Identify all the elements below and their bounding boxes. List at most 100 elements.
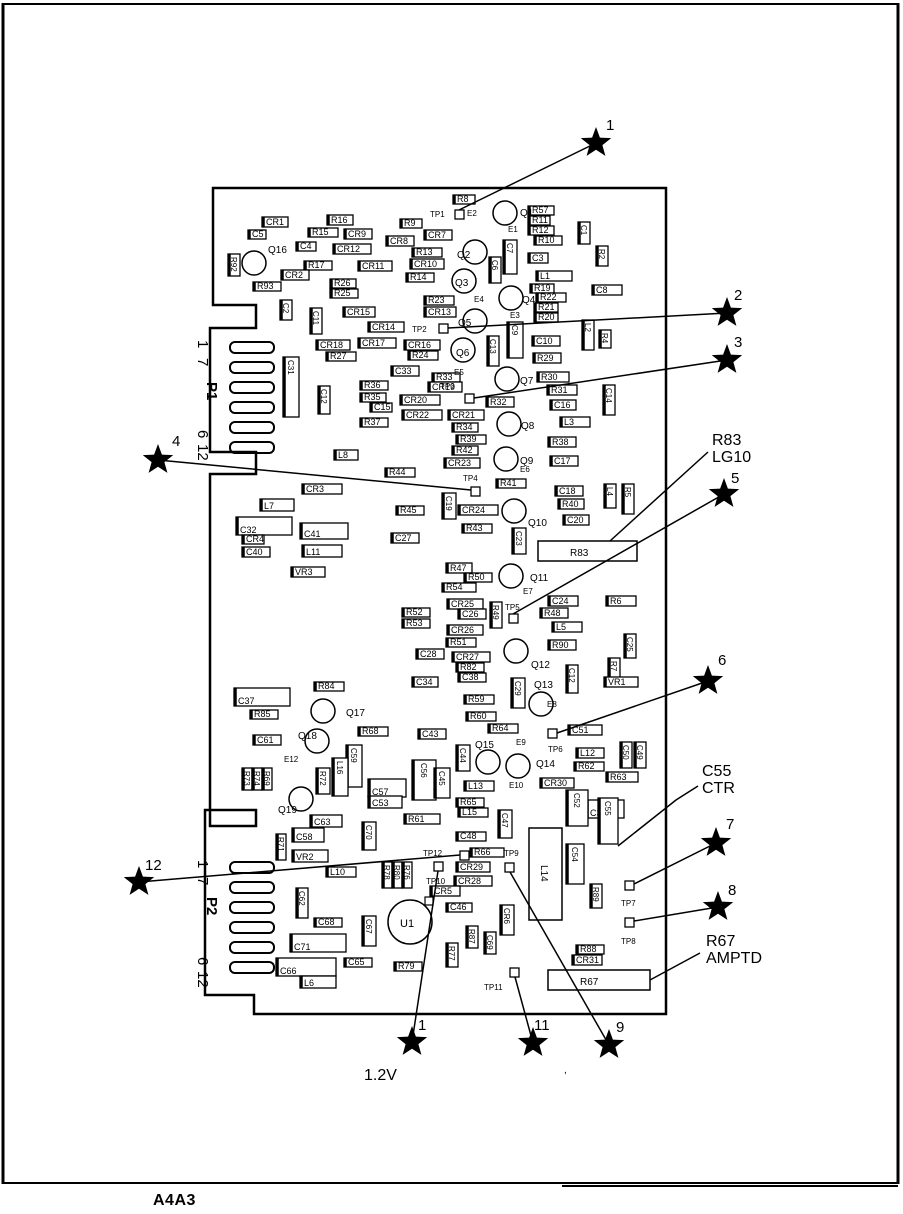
svg-text:R30: R30 bbox=[541, 372, 558, 382]
svg-text:C25: C25 bbox=[625, 637, 634, 652]
svg-text:CR13: CR13 bbox=[428, 307, 451, 317]
svg-text:C20: C20 bbox=[567, 515, 584, 525]
component-l5: L5 bbox=[551, 621, 583, 633]
component-r72: R72 bbox=[315, 767, 331, 795]
component-r27: R27 bbox=[325, 351, 357, 362]
svg-text:R16: R16 bbox=[331, 215, 348, 225]
component-cr14: CR14 bbox=[367, 321, 405, 333]
svg-text:R66: R66 bbox=[474, 847, 491, 857]
svg-text:TP7: TP7 bbox=[621, 899, 636, 908]
adjustment-star-1-tp1: 1 bbox=[458, 117, 614, 211]
svg-text:L14: L14 bbox=[538, 865, 549, 882]
svg-text:CR26: CR26 bbox=[451, 625, 474, 635]
component-c51: C51 bbox=[567, 724, 603, 736]
component-c70: C70 bbox=[361, 821, 377, 851]
svg-text:CR30: CR30 bbox=[544, 778, 567, 788]
transistor-q18: Q18 bbox=[298, 728, 330, 754]
svg-text:R65: R65 bbox=[460, 797, 477, 807]
svg-text:C40: C40 bbox=[246, 547, 263, 557]
component-r92: R92 bbox=[227, 253, 241, 277]
component-cr15: CR15 bbox=[342, 306, 376, 318]
component-c55: C55 bbox=[597, 797, 619, 845]
component-r62: R62 bbox=[573, 761, 605, 772]
svg-text:R34: R34 bbox=[456, 422, 473, 432]
svg-text:R36: R36 bbox=[364, 380, 381, 390]
testpoint-tp1: TP1 bbox=[430, 209, 465, 220]
svg-text:Q1: Q1 bbox=[520, 208, 534, 219]
component-r73: R73 bbox=[241, 767, 253, 791]
component-c50: C50 bbox=[619, 741, 633, 769]
svg-text:L16: L16 bbox=[335, 761, 344, 775]
svg-text:R38: R38 bbox=[552, 437, 569, 447]
component-cr20: CR20 bbox=[399, 394, 441, 406]
svg-text:R64: R64 bbox=[492, 723, 509, 733]
transistor-layer: Q1Q2Q3Q4Q5Q6Q7Q8Q9Q10Q11Q12Q13Q14Q15Q16Q… bbox=[241, 200, 555, 945]
component-c2: C2 bbox=[279, 299, 293, 321]
component-c11: C11 bbox=[309, 307, 323, 335]
svg-text:R17: R17 bbox=[308, 260, 325, 270]
testpoint-tp3: TP3 bbox=[440, 382, 475, 404]
svg-text:C51: C51 bbox=[572, 725, 589, 735]
svg-text:R71: R71 bbox=[276, 837, 285, 852]
component-r49: R49 bbox=[489, 601, 503, 629]
jumper-e8: E8 bbox=[547, 700, 557, 709]
transistor-q5: Q5 bbox=[458, 308, 488, 334]
jumper-e12: E12 bbox=[284, 755, 299, 764]
svg-text:C71: C71 bbox=[294, 942, 311, 952]
component-c69: C69 bbox=[483, 931, 497, 955]
svg-text:C7: C7 bbox=[505, 243, 514, 254]
svg-text:R82: R82 bbox=[460, 662, 477, 672]
svg-text:R84: R84 bbox=[318, 681, 335, 691]
transistor-q7: Q7 bbox=[494, 366, 534, 392]
svg-text:CR4: CR4 bbox=[246, 534, 264, 544]
p1-pin-bot-b: 12 bbox=[194, 444, 211, 461]
component-r21: R21 bbox=[533, 302, 559, 313]
svg-text:Q9: Q9 bbox=[520, 456, 534, 467]
r83-resistor: R83 bbox=[537, 540, 638, 562]
component-cr24: CR24 bbox=[457, 504, 499, 516]
svg-text:TP1: TP1 bbox=[430, 210, 445, 219]
svg-text:CR9: CR9 bbox=[348, 229, 366, 239]
component-cr25: CR25 bbox=[446, 598, 484, 610]
svg-text:C49: C49 bbox=[635, 745, 644, 760]
r83-callout-line1: R83 bbox=[712, 432, 741, 449]
component-r63: R63 bbox=[605, 771, 639, 783]
svg-text:CR16: CR16 bbox=[408, 340, 431, 350]
svg-text:11: 11 bbox=[534, 1017, 550, 1034]
component-c6: C6 bbox=[488, 256, 502, 284]
component-c44: C44 bbox=[455, 744, 471, 772]
svg-text:C4: C4 bbox=[300, 241, 312, 251]
svg-text:CR27: CR27 bbox=[456, 652, 479, 662]
component-l2: L2 bbox=[581, 319, 595, 351]
component-c40: C40 bbox=[241, 546, 271, 558]
p2-pin-top-a: 1 bbox=[194, 860, 211, 868]
component-r7: R7 bbox=[607, 657, 621, 679]
svg-text:R4: R4 bbox=[600, 333, 609, 344]
svg-text:CR29: CR29 bbox=[460, 862, 483, 872]
component-c46: C46 bbox=[445, 902, 473, 913]
svg-text:R15: R15 bbox=[312, 227, 329, 237]
component-l1: L1 bbox=[535, 270, 573, 282]
svg-text:CR1: CR1 bbox=[266, 217, 284, 227]
component-cr8: CR8 bbox=[385, 235, 415, 247]
svg-text:L15: L15 bbox=[462, 807, 477, 817]
svg-text:L3: L3 bbox=[564, 417, 574, 427]
component-r69: R69 bbox=[261, 767, 273, 791]
svg-text:L11: L11 bbox=[306, 547, 320, 557]
component-l8: L8 bbox=[333, 449, 359, 461]
component-cr26: CR26 bbox=[446, 624, 484, 636]
svg-text:8: 8 bbox=[728, 882, 736, 899]
jumper-e6: E6 bbox=[520, 465, 530, 474]
svg-text:R50: R50 bbox=[468, 572, 485, 582]
component-r93: R93 bbox=[252, 281, 282, 292]
r67-callout-line1: R67 bbox=[706, 933, 735, 950]
svg-text:Q11: Q11 bbox=[530, 573, 549, 584]
component-cr30: CR30 bbox=[539, 777, 575, 789]
component-c67: C67 bbox=[361, 915, 377, 947]
svg-text:R80: R80 bbox=[392, 865, 401, 880]
component-r65: R65 bbox=[455, 797, 485, 808]
svg-text:R67: R67 bbox=[580, 977, 599, 988]
svg-text:TP9: TP9 bbox=[504, 849, 519, 858]
adjustment-star-7-tp7: 7 bbox=[633, 816, 734, 885]
l14-inductor: L14 bbox=[528, 827, 563, 921]
